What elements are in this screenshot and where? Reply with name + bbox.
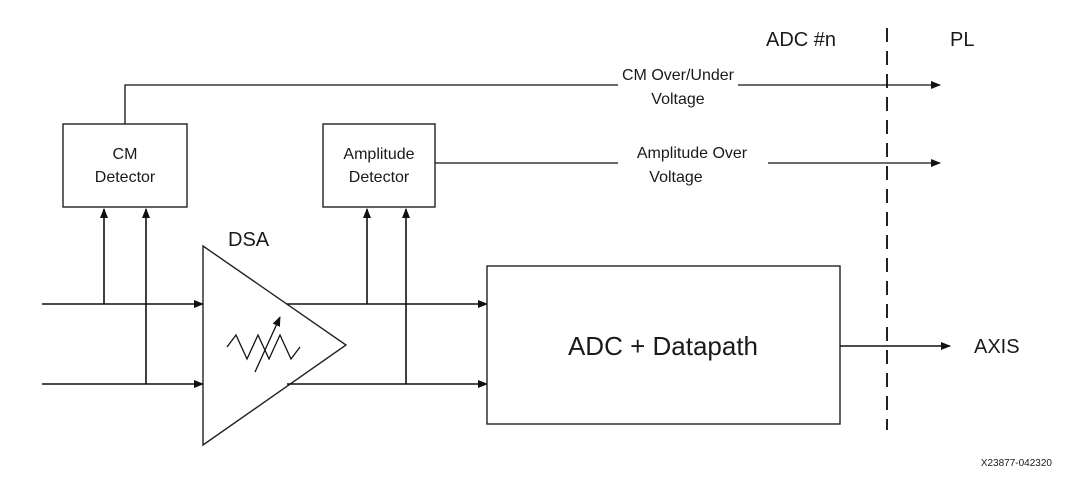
amplitude-signal-label-1: Amplitude Over	[637, 145, 748, 162]
cm-detector-label-1: CM	[113, 146, 138, 163]
cm-signal-label-1: CM Over/Under	[622, 67, 735, 84]
pl-label: PL	[950, 29, 974, 51]
amplitude-detector-label-2: Detector	[349, 169, 410, 186]
amplitude-detector-label-1: Amplitude	[343, 146, 414, 163]
cm-detector-label-2: Detector	[95, 169, 156, 186]
figure-id: X23877-042320	[981, 458, 1053, 469]
adc-n-label: ADC #n	[766, 29, 836, 51]
cm-signal-label-2: Voltage	[651, 91, 704, 108]
cm-signal-line	[124, 84, 618, 124]
attenuator-zigzag-icon	[226, 333, 301, 361]
amplitude-detector-box	[322, 123, 436, 208]
axis-label: AXIS	[974, 336, 1020, 358]
amplitude-signal-label-2: Voltage	[649, 169, 702, 186]
dsa-label: DSA	[228, 229, 270, 251]
adc-datapath-label: ADC + Datapath	[568, 331, 758, 361]
cm-detector-box	[62, 123, 188, 208]
adc-datapath-box	[486, 265, 841, 425]
variable-arrow-icon	[254, 316, 281, 373]
